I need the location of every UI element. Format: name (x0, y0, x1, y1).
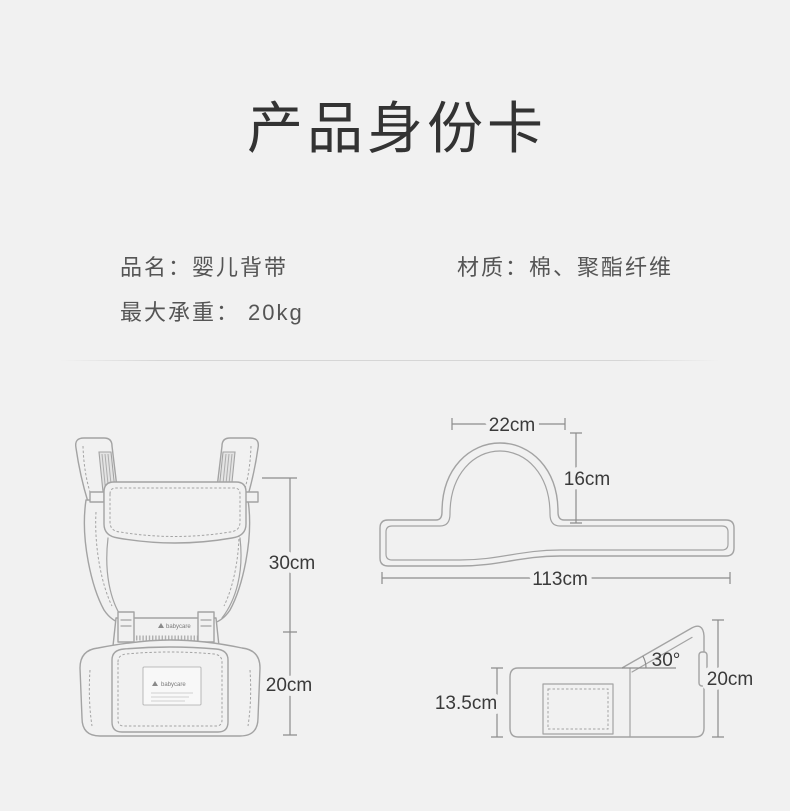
headrest-width-dimension-line (451, 418, 566, 430)
carrier-hood-panel (103, 481, 247, 544)
carrier-buckle-details (120, 619, 212, 627)
baby-carrier-front-drawing: babycare babycare (74, 437, 261, 737)
hip-seat-label-logo-text: babycare (161, 682, 186, 688)
waist-band-logo-icon (158, 623, 164, 628)
spec-product-name: 品名：婴儿背带 (120, 255, 288, 281)
spec-label: 品名： (120, 255, 193, 280)
right-strap-stitching (241, 445, 252, 499)
belt-length-label: 113cm (532, 569, 588, 590)
hip-seat-side-strap (698, 651, 708, 687)
headrest-height-label: 16cm (564, 469, 610, 490)
seat-front-height-label: 13.5cm (435, 693, 497, 714)
waist-belt-outline (379, 442, 735, 567)
hip-seat-height-label: 20cm (707, 669, 753, 690)
hip-seat-side-drawing (509, 625, 708, 738)
hip-seat-label-logo-icon (152, 681, 158, 686)
hip-seat-height-dimension-line (712, 619, 724, 738)
spec-label: 材质： (457, 255, 530, 280)
hip-seat-label (142, 666, 202, 706)
spec-max-load: 最大承重： 20kg (120, 300, 304, 326)
carrier-dimensions: 30cm 20cm (261, 477, 320, 736)
hip-seat-back-inner-lines (629, 636, 693, 738)
section-divider (60, 360, 720, 361)
hip-seat-dimensions: 30° 20cm 13.5cm (430, 619, 758, 738)
spec-value: 棉、聚酯纤维 (529, 255, 674, 280)
carrier-hood-stitching (109, 487, 241, 537)
hip-seat-side-window (542, 683, 614, 735)
waist-belt-drawing (379, 442, 735, 567)
spec-material: 材质：棉、聚酯纤维 (457, 255, 673, 281)
headrest-height-dimension-line (570, 432, 582, 524)
left-strap-stitching (82, 445, 93, 499)
belt-length-dimension-line (381, 572, 731, 584)
hip-seat-label-fine-print (151, 692, 193, 702)
seat-front-height-dimension-line (491, 667, 503, 738)
page-title: 产品身份卡 (247, 97, 547, 160)
hip-seat-side-stitching (88, 669, 252, 727)
hip-seat-side-window-stitching (547, 688, 609, 730)
headrest-width-label: 22cm (489, 415, 535, 436)
waist-band-logo-text: babycare (166, 624, 191, 630)
carrier-lower-height-label: 20cm (266, 675, 312, 696)
seat-angle-label: 30° (652, 650, 681, 671)
spec-value: 20kg (248, 300, 304, 325)
seat-angle-reference (622, 655, 676, 669)
carrier-height-dimension-line (262, 477, 297, 736)
carrier-upper-height-label: 30cm (269, 553, 315, 574)
waist-belt-dimensions: 22cm 16cm 113cm (381, 410, 731, 595)
hip-seat-side-outline (509, 625, 705, 738)
waist-belt-inner-outline (385, 450, 729, 561)
spec-value: 婴儿背带 (192, 255, 289, 280)
spec-label: 最大承重： (120, 300, 241, 325)
